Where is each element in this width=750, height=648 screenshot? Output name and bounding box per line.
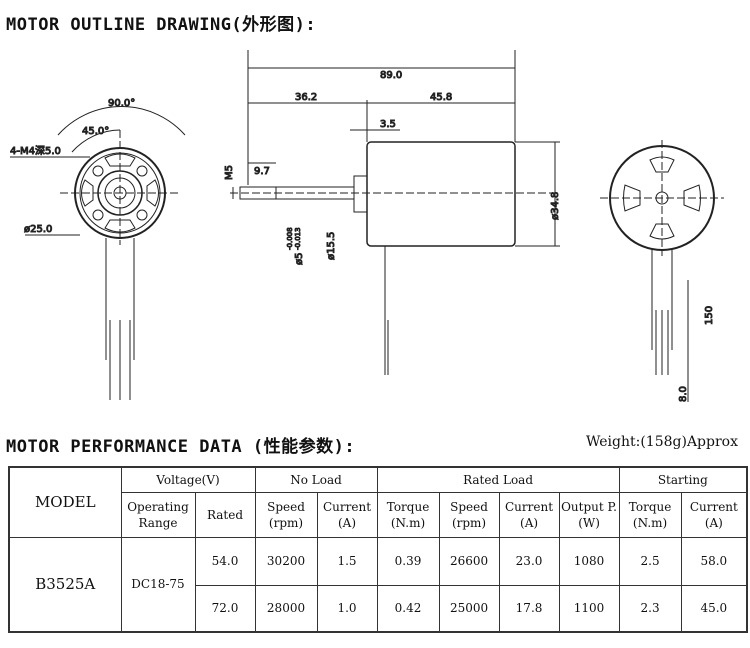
table-row: B3525A DC18-75 54.0 30200 1.5 0.39 26600… <box>8 536 748 633</box>
rear-view <box>600 140 724 402</box>
header-rated-load: Rated Load <box>376 466 620 493</box>
model-value: B3525A <box>8 536 122 633</box>
flange-label: 3.5 <box>380 119 396 130</box>
performance-table: MODEL Voltage(V) No Load Rated Load Star… <box>8 466 749 633</box>
cell-nl-speed: 30200 <box>254 536 318 586</box>
range-value: DC18-75 <box>120 536 196 633</box>
cell-speed: 26600 <box>438 536 500 586</box>
header-speed: Speed (rpm) <box>438 491 500 538</box>
side-view <box>230 50 560 375</box>
header-nl-current: Current (A) <box>316 491 378 538</box>
cell-current: 23.0 <box>498 536 560 586</box>
cell-nl-current: 1.0 <box>316 584 378 633</box>
lead-strip-label: 8.0 <box>678 386 689 402</box>
cell-nl-current: 1.5 <box>316 536 378 586</box>
cell-speed: 25000 <box>438 584 500 633</box>
cell-output: 1080 <box>558 536 620 586</box>
pcd-label: ø25.0 <box>24 224 52 235</box>
cell-rated: 54.0 <box>194 536 256 586</box>
cell-output: 1100 <box>558 584 620 633</box>
body-offset-label: 36.2 <box>295 92 317 103</box>
m5-label: M5 <box>224 165 235 180</box>
angle-90-label: 90.0° <box>108 98 135 109</box>
weight-label: Weight:(158g)Approx <box>586 434 738 450</box>
header-st-torque: Torque (N.m) <box>618 491 682 538</box>
motor-outline-drawing: 90.0° 45.0° 4-M4深5.0 ø25.0 89.0 36.2 45.… <box>10 50 724 403</box>
header-no-load: No Load <box>254 466 378 493</box>
header-rated: Rated <box>194 491 256 538</box>
header-starting: Starting <box>618 466 748 493</box>
cell-torque: 0.42 <box>376 584 440 633</box>
header-output: Output P.(W) <box>558 491 620 538</box>
header-operating-range: Operating Range <box>120 491 196 538</box>
body-dia-label: ø34.8 <box>550 192 561 220</box>
cell-st-current: 58.0 <box>680 536 748 586</box>
header-model: MODEL <box>8 466 122 538</box>
cell-current: 17.8 <box>498 584 560 633</box>
cell-st-torque: 2.5 <box>618 536 682 586</box>
cell-nl-speed: 28000 <box>254 584 318 633</box>
cell-rated: 72.0 <box>194 584 256 633</box>
header-st-current: Current (A) <box>680 491 748 538</box>
body-length-label: 45.8 <box>430 92 452 103</box>
shaft-thread-label: 9.7 <box>254 166 270 177</box>
header-voltage: Voltage(V) <box>120 466 256 493</box>
performance-title: MOTOR PERFORMANCE DATA (性能参数): <box>6 437 356 457</box>
table-row: 72.0 28000 1.0 0.42 25000 17.8 1100 2.3 … <box>9 584 748 633</box>
tolerance-lower: -0.013 <box>294 227 302 250</box>
header-torque: Torque (N.m) <box>376 491 440 538</box>
flange-dia-label: ø15.5 <box>326 232 337 260</box>
holes-label: 4-M4深5.0 <box>10 145 61 157</box>
tolerance-upper: -0.008 <box>286 227 294 250</box>
front-view <box>10 106 186 400</box>
header-nl-speed: Speed (rpm) <box>254 491 318 538</box>
lead-length-label: 150 <box>704 306 715 325</box>
cell-st-torque: 2.3 <box>618 584 682 633</box>
cell-st-current: 45.0 <box>680 584 748 633</box>
cell-torque: 0.39 <box>376 536 440 586</box>
shaft-dia-label: ø5 <box>294 253 305 265</box>
header-current: Current (A) <box>498 491 560 538</box>
overall-length-label: 89.0 <box>380 70 402 81</box>
outline-title: MOTOR OUTLINE DRAWING(外形图): <box>6 15 317 35</box>
angle-45-label: 45.0° <box>82 126 109 137</box>
